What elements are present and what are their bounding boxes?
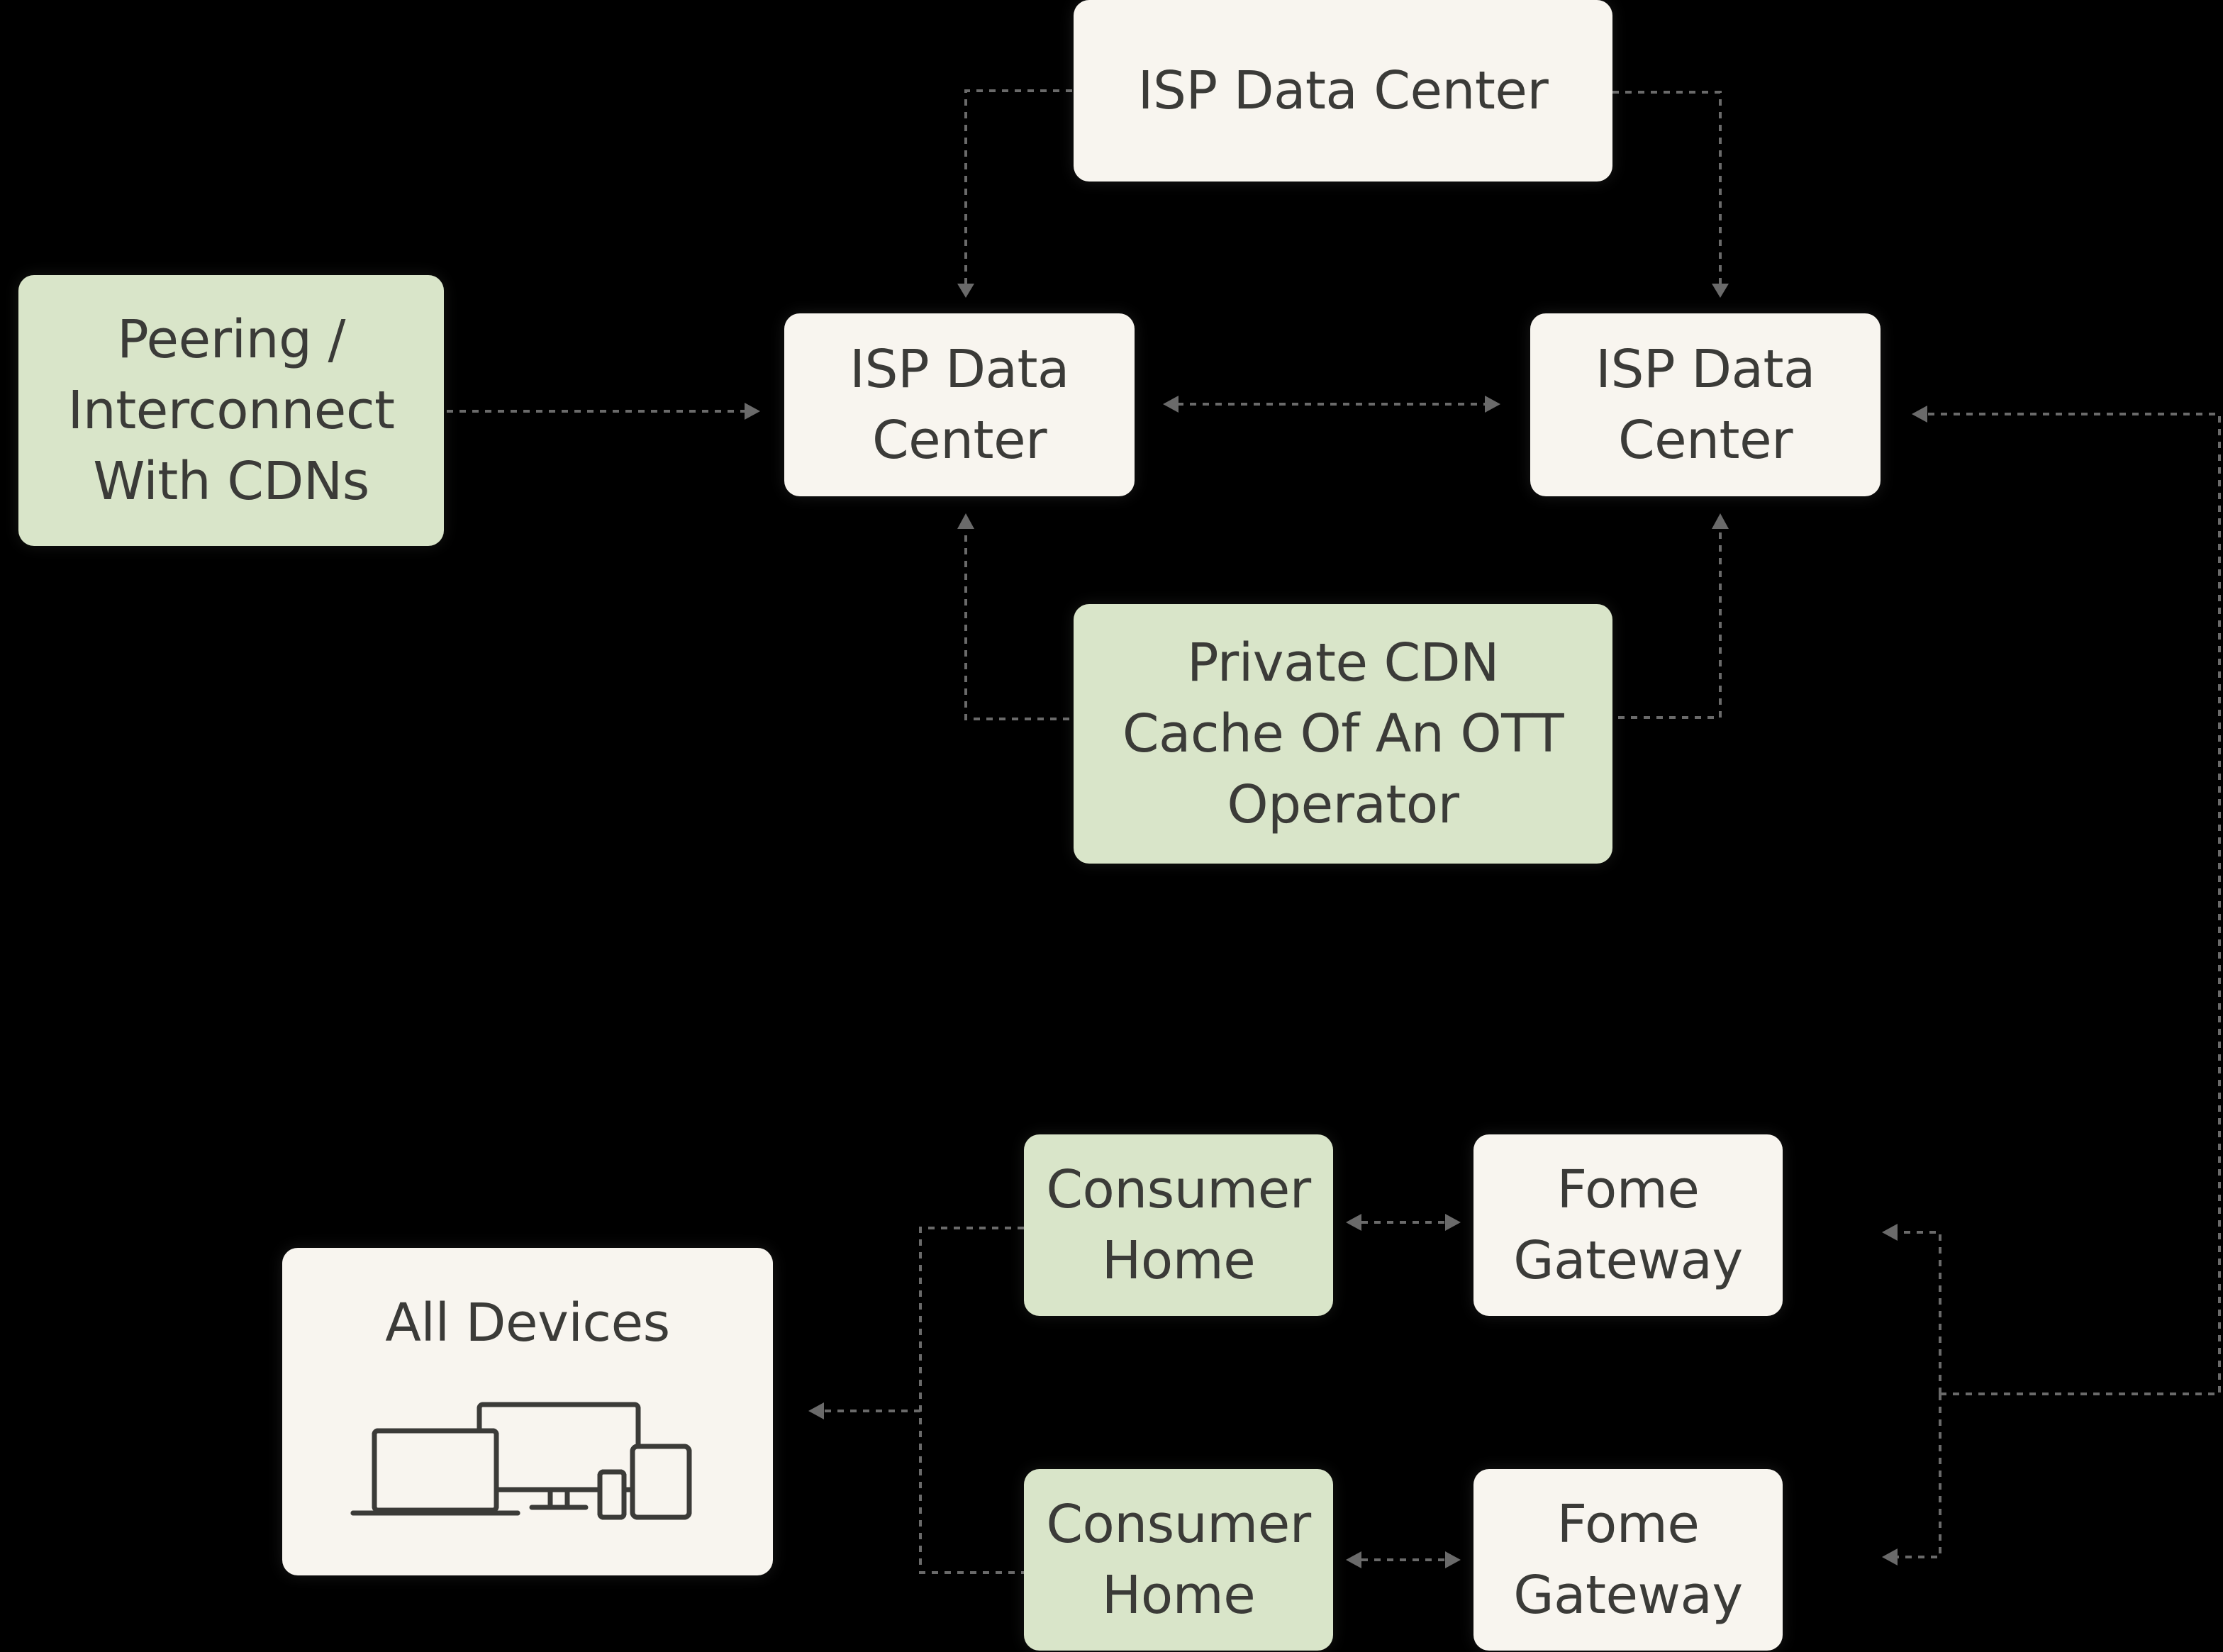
- node-label-line-2: Gateway: [1513, 1565, 1743, 1626]
- node-label-line-1: Private CDN: [1186, 632, 1500, 693]
- all-devices: All Devices: [282, 1248, 773, 1575]
- arrowhead-isp-right-bottom: [1712, 513, 1729, 529]
- connector-trunk-to-gateway-1: [1896, 1231, 1941, 1394]
- peering-interconnect-cdns: Peering / Interconnect With CDNs: [18, 275, 444, 546]
- node-label-line-2: Home: [1101, 1565, 1256, 1626]
- arrowhead-home-1-side: [1346, 1214, 1361, 1231]
- arrowhead-isp-left-from-peering: [745, 403, 760, 420]
- connector-isp-top-to-isp-left: [964, 89, 1072, 285]
- arrowhead-isp-left-bottom: [957, 513, 974, 529]
- connector-cdn-to-isp-left: [964, 528, 1069, 720]
- arrowhead-home-2-side: [1346, 1551, 1361, 1568]
- consumer-home-1: Consumer Home: [1024, 1134, 1333, 1316]
- node-label-line-2: Center: [1617, 410, 1793, 471]
- node-label-line-1: Consumer: [1046, 1159, 1311, 1220]
- isp-data-center-top: ISP Data Center: [1074, 0, 1612, 182]
- node-label-line-1: Fome: [1556, 1494, 1700, 1555]
- node-label-line-1: Fome: [1556, 1159, 1700, 1220]
- connector-isp-top-to-isp-right: [1612, 91, 1722, 285]
- consumer-home-2: Consumer Home: [1024, 1469, 1333, 1651]
- arrowhead-all-devices: [808, 1402, 824, 1419]
- arrowhead-isp-right-side: [1485, 396, 1500, 413]
- devices-icon: [350, 1402, 692, 1520]
- connector-trunk-to-gateway-2: [1896, 1394, 1941, 1558]
- node-label-line-2: Interconnect: [67, 380, 395, 441]
- arrowhead-gateway-2: [1882, 1548, 1898, 1566]
- node-label-line-1: Consumer: [1046, 1494, 1311, 1555]
- arrowhead-gateway-1-side: [1445, 1214, 1461, 1231]
- arrowhead-isp-left-top: [957, 284, 974, 298]
- node-label-line-1: ISP Data: [849, 339, 1069, 400]
- arrowhead-gateway-2-side: [1445, 1551, 1461, 1568]
- fome-gateway-2: Fome Gateway: [1473, 1469, 1783, 1651]
- node-label-line-1: ISP Data: [1595, 339, 1815, 400]
- connector-home-1-to-fork: [919, 1227, 1024, 1574]
- node-label-line-2: Home: [1101, 1230, 1256, 1291]
- arrowhead-isp-left-side: [1163, 396, 1179, 413]
- node-label-line-3: With CDNs: [93, 451, 369, 512]
- node-label-line-2: Cache Of An OTT: [1122, 703, 1564, 764]
- arrowhead-gateway-1: [1882, 1224, 1898, 1241]
- private-cdn-cache: Private CDN Cache Of An OTT Operator: [1074, 604, 1612, 864]
- arrowhead-isp-right-from-trunk: [1912, 406, 1927, 423]
- connector-cdn-to-isp-right: [1618, 528, 1722, 719]
- fome-gateway-1: Fome Gateway: [1473, 1134, 1783, 1316]
- node-label-line-3: Operator: [1227, 774, 1459, 835]
- arrowhead-isp-right-top: [1712, 284, 1729, 298]
- isp-data-center-right: ISP Data Center: [1530, 313, 1881, 496]
- connector-trunk-to-isp-right: [1926, 413, 2221, 1395]
- node-label: ISP Data Center: [1137, 60, 1549, 121]
- node-label-line-1: Peering /: [117, 309, 345, 370]
- isp-data-center-left: ISP Data Center: [784, 313, 1135, 496]
- node-label-line-2: Gateway: [1513, 1230, 1743, 1291]
- node-label: All Devices: [385, 1293, 670, 1354]
- node-label-line-2: Center: [871, 410, 1047, 471]
